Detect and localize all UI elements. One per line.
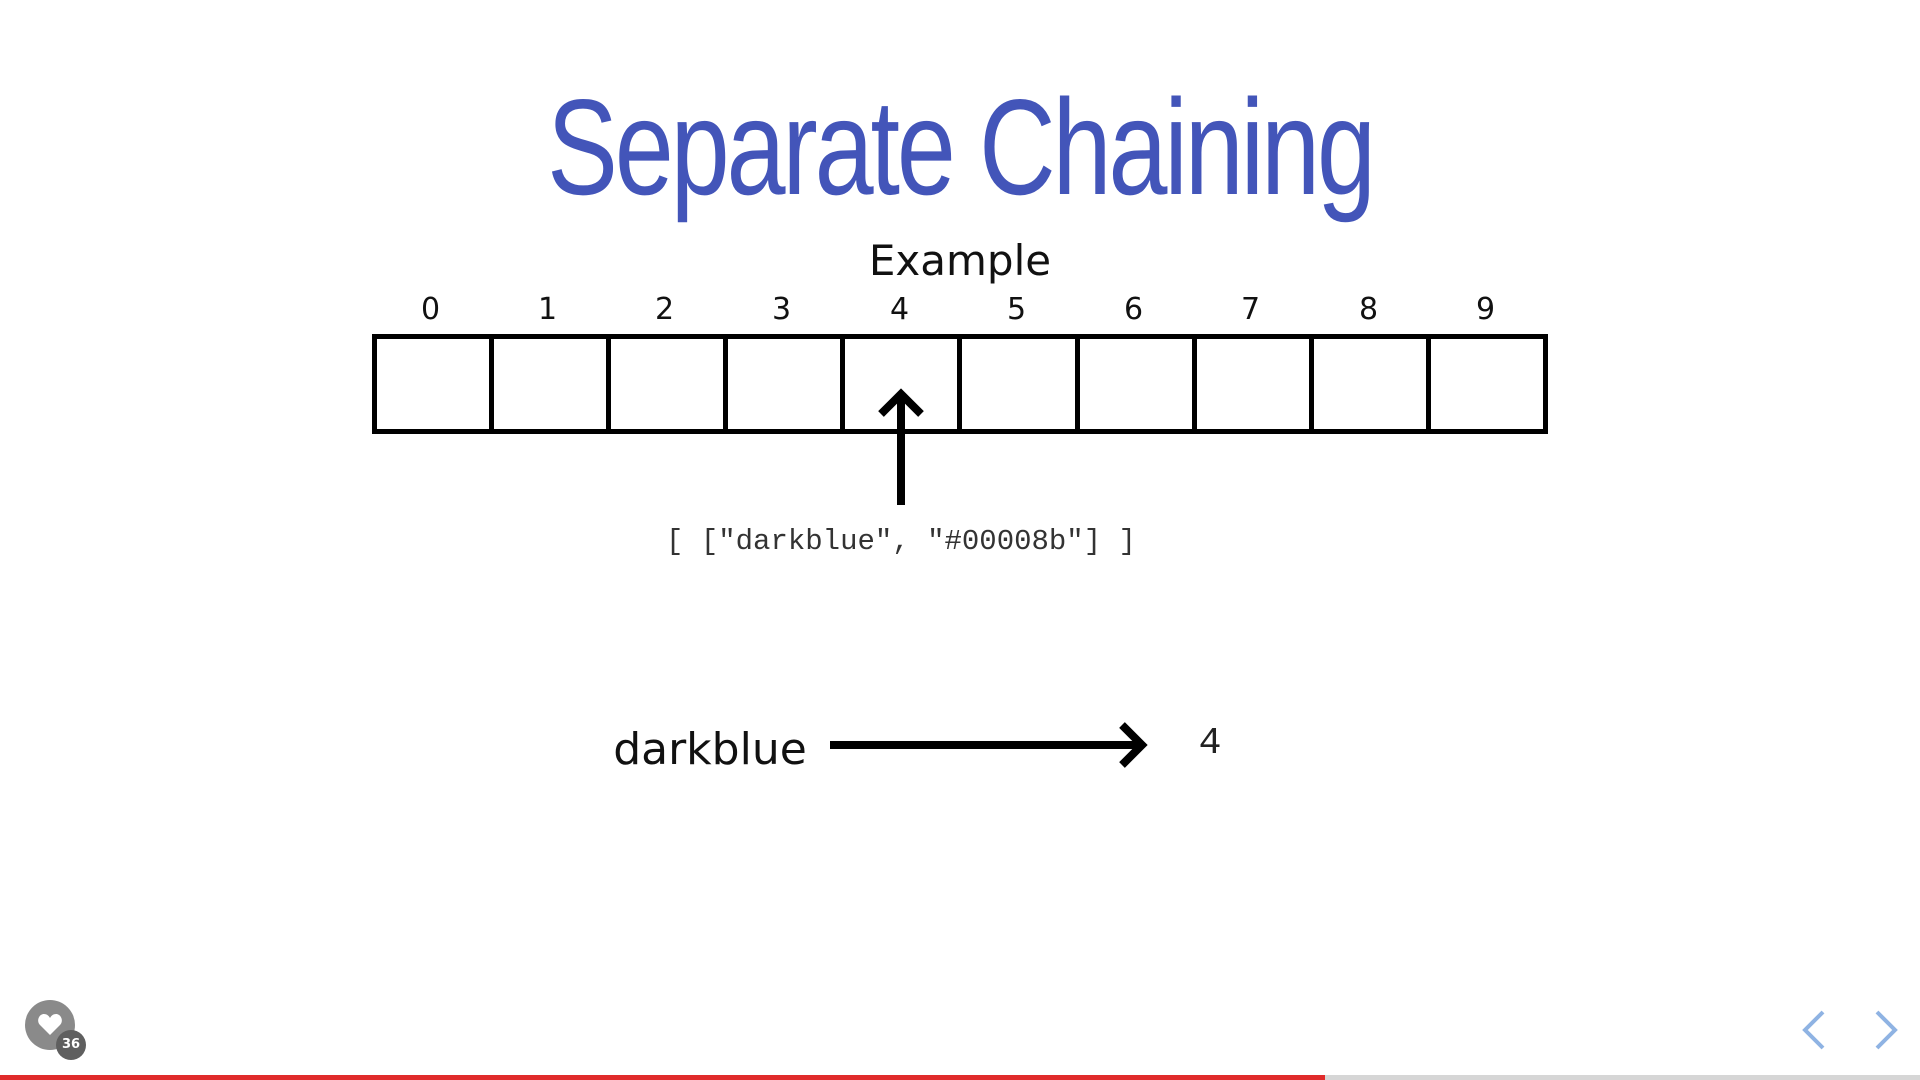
slide-title: Separate Chaining <box>547 71 1376 223</box>
slide-subtitle: Example <box>868 236 1052 285</box>
key-label: darkblue <box>613 724 807 775</box>
hash-result: 4 <box>1198 722 1222 765</box>
progress-bar <box>0 1075 1920 1080</box>
hash-table-cell-6 <box>1080 339 1197 429</box>
hash-table-cell-4 <box>845 339 963 429</box>
hash-table-cell-1 <box>494 339 612 429</box>
hash-table-array <box>372 334 1548 434</box>
index-label-5: 5 <box>1006 292 1027 327</box>
chevron-right-icon <box>1875 1010 1898 1050</box>
bucket-contents: [ ["darkblue", "#00008b"] ] <box>666 525 1136 558</box>
previous-slide-button[interactable] <box>1795 1000 1835 1060</box>
index-label-3: 3 <box>771 292 792 327</box>
hash-table-cell-5 <box>962 339 1080 429</box>
index-label-7: 7 <box>1240 292 1261 327</box>
heart-icon <box>38 1014 62 1035</box>
hash-table-cell-3 <box>728 339 846 429</box>
chevron-left-icon <box>1802 1010 1825 1050</box>
index-label-9: 9 <box>1475 292 1496 327</box>
like-count-badge: 36 <box>56 1030 86 1060</box>
index-label-4: 4 <box>889 292 910 327</box>
index-label-6: 6 <box>1123 292 1144 327</box>
next-slide-button[interactable] <box>1865 1000 1905 1060</box>
index-label-2: 2 <box>654 292 675 327</box>
index-label-8: 8 <box>1358 292 1379 327</box>
index-label-0: 0 <box>420 292 441 327</box>
hash-table-cell-9 <box>1431 339 1543 429</box>
progress-bar-fill <box>0 1075 1325 1080</box>
right-arrow-icon <box>830 722 1148 768</box>
index-label-1: 1 <box>537 292 558 327</box>
hash-table-cell-0 <box>377 339 495 429</box>
hash-table-cell-7 <box>1197 339 1314 429</box>
hash-table-cell-8 <box>1314 339 1431 429</box>
hash-table-cell-2 <box>611 339 729 429</box>
